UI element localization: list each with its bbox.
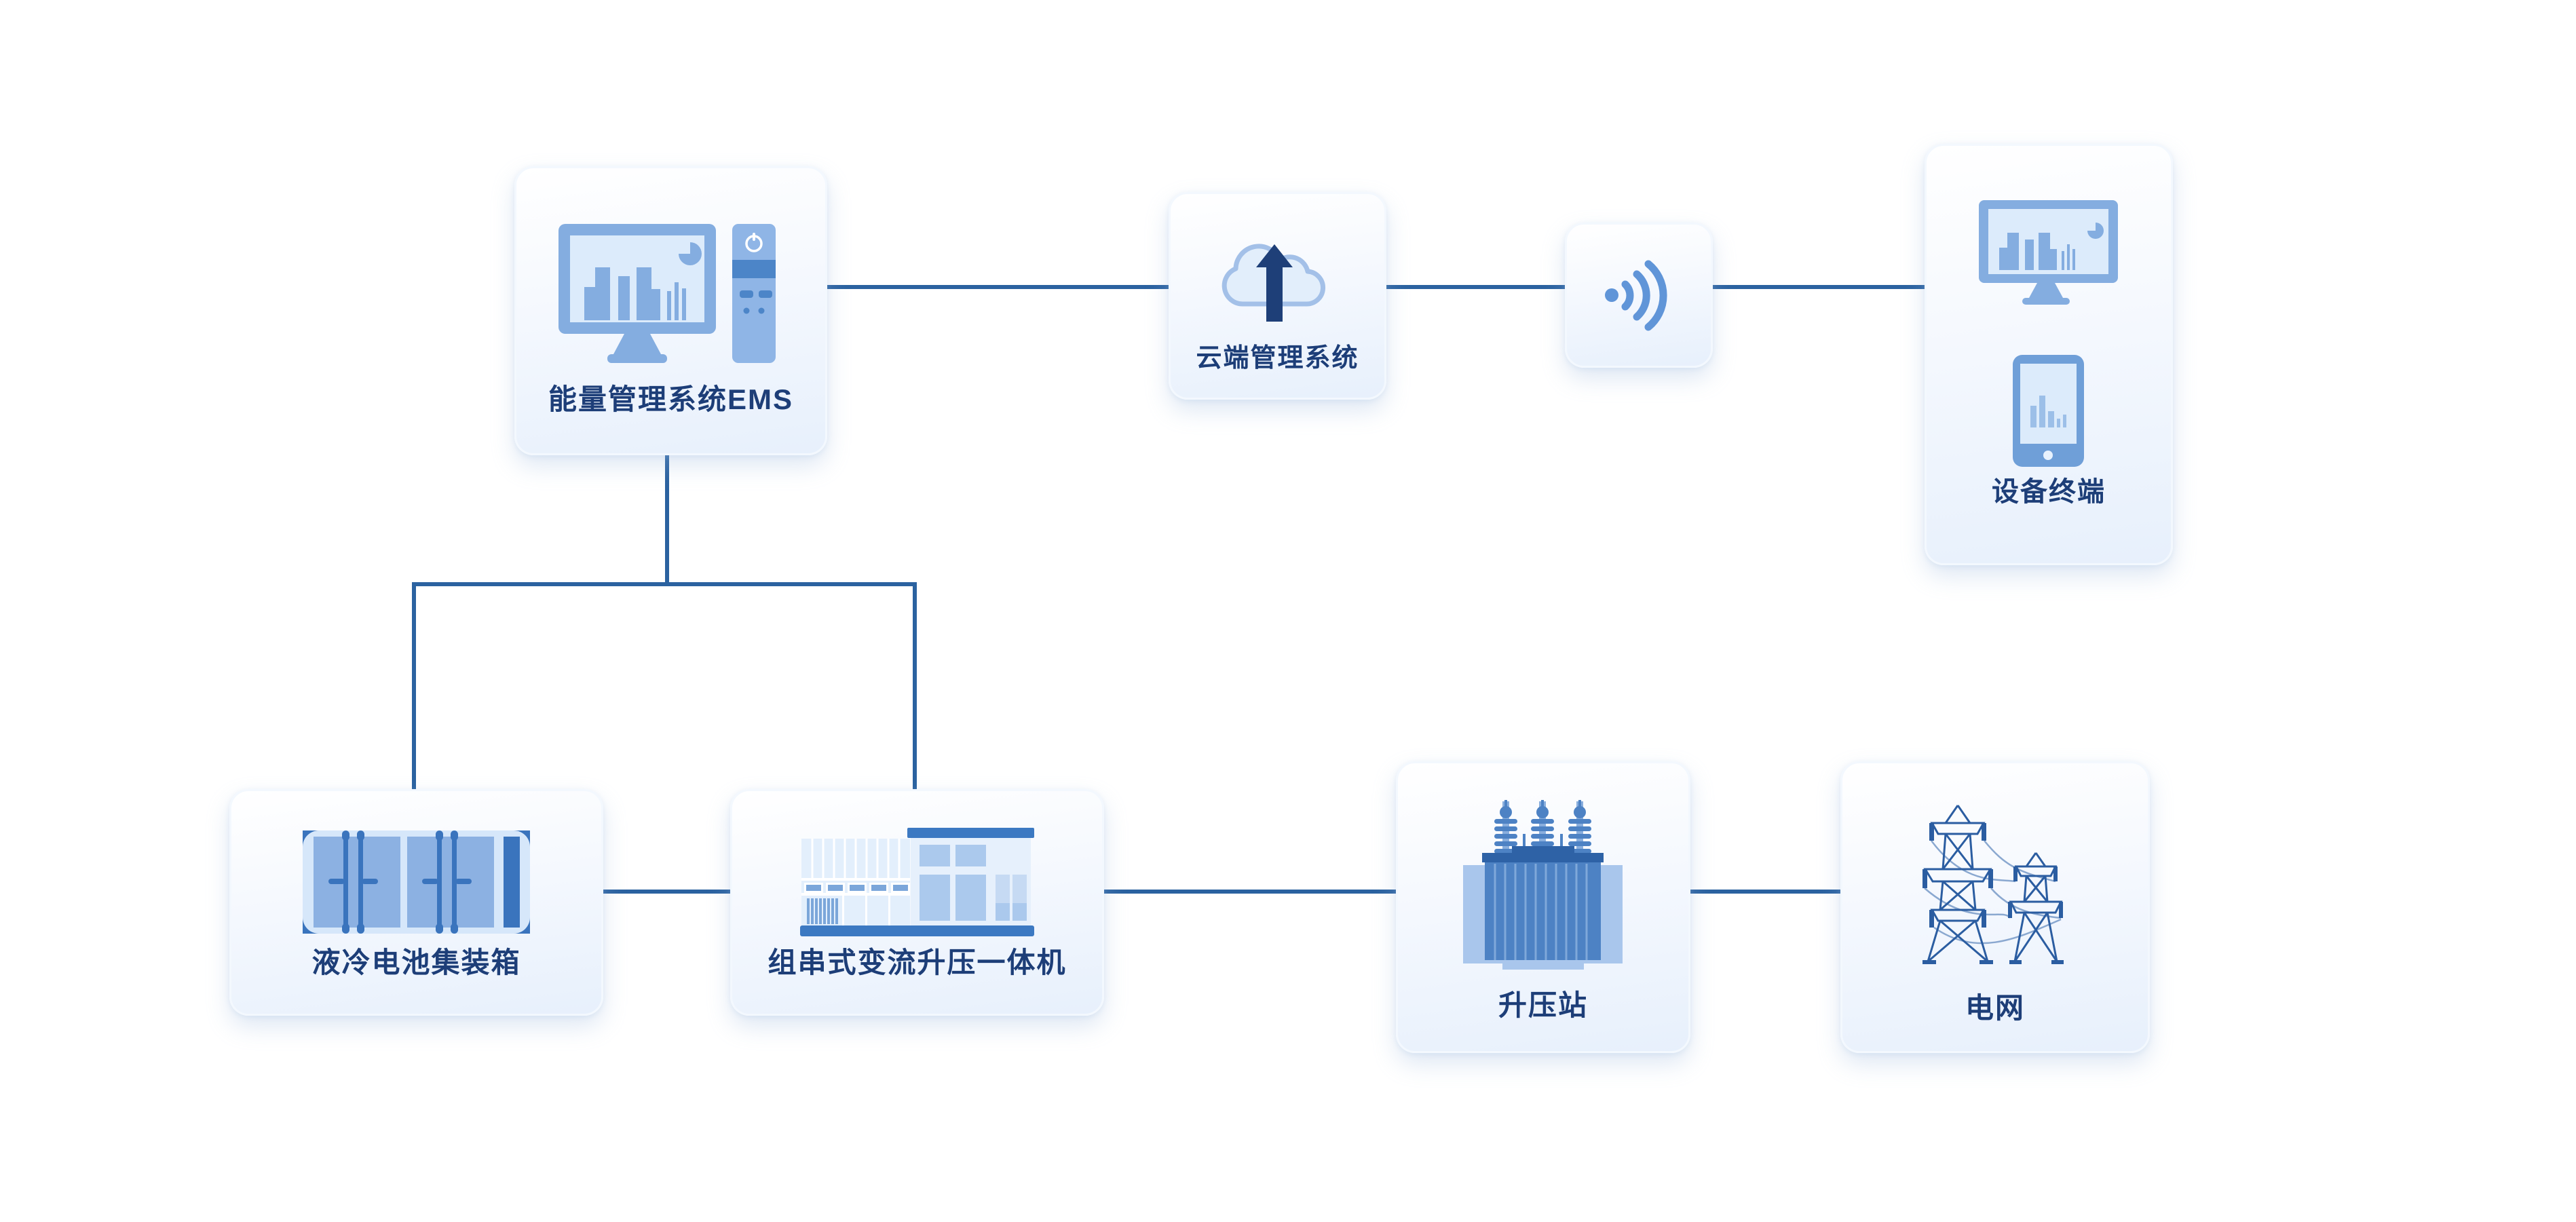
connector-cloud-wireless: [1382, 285, 1565, 289]
node-card-ems: 能量管理系统EMS: [514, 166, 827, 455]
converter-container-icon: [800, 828, 1034, 936]
connector-ems-stem: [665, 451, 669, 584]
connector-branch-right: [913, 582, 917, 789]
node-label: 电网: [1965, 992, 2025, 1024]
node-label: 升压站: [1498, 989, 1588, 1021]
connector-booster-grid: [1686, 890, 1840, 894]
connector-pcs-booster: [1100, 890, 1396, 894]
node-label: 组串式变流升压一体机: [768, 947, 1067, 978]
cloud-upload-icon: [1221, 244, 1326, 322]
connector-battery-pcs: [599, 890, 730, 894]
monitor-icon: [1979, 200, 2118, 305]
node-label: 能量管理系统EMS: [548, 383, 793, 415]
power-grid-icon: [1922, 805, 2064, 964]
node-card-booster: 升压站: [1396, 761, 1690, 1053]
battery-container-icon: [303, 830, 530, 934]
mobile-phone-icon: [2013, 355, 2084, 467]
connector-ems-cloud: [823, 285, 1169, 289]
connector-branch-left: [412, 582, 416, 789]
node-card-pcs: 组串式变流升压一体机: [730, 789, 1104, 1016]
desktop-computer-icon: [558, 224, 776, 363]
transformer-icon: [1463, 800, 1623, 970]
node-card-wireless: [1565, 223, 1713, 368]
connector-wireless-terminal: [1709, 285, 1925, 289]
wireless-signal-icon: [1605, 260, 1667, 331]
node-card-grid: 电网: [1840, 761, 2150, 1053]
node-label: 设备终端: [1992, 477, 2106, 507]
node-label: 云端管理系统: [1196, 344, 1359, 373]
node-card-terminal: 设备终端: [1925, 144, 2173, 565]
connector-branch-horizontal: [412, 582, 917, 586]
node-card-battery: 液冷电池集装箱: [229, 789, 603, 1016]
node-card-cloud: 云端管理系统: [1169, 192, 1386, 400]
node-label: 液冷电池集装箱: [311, 947, 521, 978]
